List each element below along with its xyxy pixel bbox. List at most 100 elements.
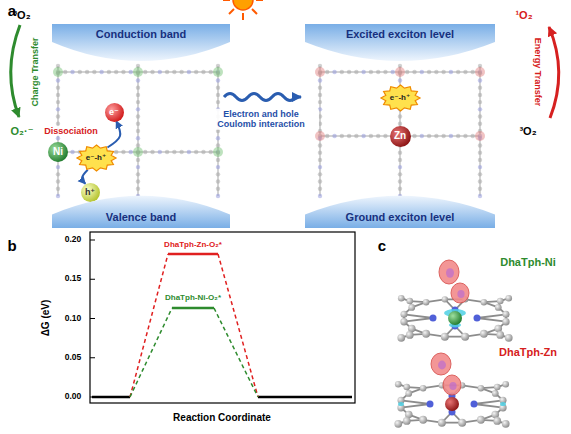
lattice-atom [216, 136, 220, 140]
lattice-metal [133, 67, 143, 77]
carbon-atom [422, 330, 430, 338]
carbon-atom [405, 390, 412, 397]
lattice-atom [463, 70, 467, 74]
lattice-atom [136, 107, 140, 111]
species-label: ³O₂ [519, 125, 536, 138]
carbon-atom [406, 331, 414, 339]
nitrogen-atom [430, 315, 437, 322]
lattice-atom [136, 78, 140, 82]
lattice-atom [136, 165, 140, 169]
carbon-atom [481, 299, 488, 306]
plot-frame [90, 232, 355, 403]
lattice-atom [136, 85, 140, 89]
ground-exciton-level: Ground exciton level [305, 194, 495, 228]
ball-fill [81, 183, 100, 202]
lattice-atom [99, 70, 103, 74]
carbon-atom [442, 296, 448, 302]
lattice-atom [478, 93, 482, 97]
lattice-atom [405, 70, 409, 74]
molecule-bond [401, 400, 430, 404]
lattice-atom [129, 150, 133, 154]
lattice-metal [213, 67, 223, 77]
carbon-atom [492, 390, 499, 397]
node-text: Ni [53, 146, 63, 158]
lattice-atom [56, 78, 60, 82]
lattice-atom [56, 114, 60, 118]
lattice-atom [318, 158, 322, 162]
lattice-atom [427, 70, 431, 74]
carbon-atom [461, 333, 469, 341]
lattice-atom [398, 179, 402, 183]
lattice-atom [383, 70, 387, 74]
node-text: e⁻-h⁺ [390, 93, 410, 102]
lattice-atom [158, 150, 162, 154]
lattice-atom [478, 172, 482, 176]
lattice-atom [398, 172, 402, 176]
lattice-atom [376, 70, 380, 74]
lattice-atom [63, 70, 67, 74]
carbon-atom [477, 416, 485, 424]
lattice-atom [478, 179, 482, 183]
lattice-atom [398, 187, 402, 191]
lattice-atom [456, 70, 460, 74]
sun-ray [229, 9, 234, 14]
lattice-atom [318, 179, 322, 183]
lattice-atom [369, 134, 373, 138]
zn-dashed-line [130, 254, 168, 397]
tick-label: 0.05 [65, 353, 82, 363]
tick-label: 0.20 [65, 235, 82, 245]
lattice-atom [449, 134, 453, 138]
lattice-atom [136, 93, 140, 97]
lattice-atom [136, 122, 140, 126]
node-text: e⁻-h⁺ [86, 153, 106, 162]
tick-mark [90, 357, 95, 358]
lattice-atom [354, 70, 358, 74]
molecule-models [394, 260, 512, 428]
charge-density-core [449, 382, 456, 390]
baseline-segment [258, 396, 352, 399]
carbon-atom [419, 416, 427, 424]
lattice-atom [216, 187, 220, 191]
lattice-atom [136, 143, 140, 147]
lattice-atom [398, 78, 402, 82]
lattice-atom [114, 70, 118, 74]
lattice-atom [478, 107, 482, 111]
charge-density-lobe [431, 353, 451, 375]
transfer-arrow [82, 170, 88, 184]
lattice-atom [136, 172, 140, 176]
lattice-atom [354, 134, 358, 138]
lattice-atom [56, 179, 60, 183]
lattice-atom [209, 70, 213, 74]
lattice-atom [187, 150, 191, 154]
lattice-atom [318, 172, 322, 176]
exciton-burst: e⁻-h⁺ [77, 145, 116, 171]
lattice-atom [456, 134, 460, 138]
carbon-atom [441, 333, 449, 341]
ni-dashed-line [130, 308, 172, 397]
lattice-atom [383, 134, 387, 138]
lattice-metal [315, 131, 325, 141]
carbon-atom [480, 330, 488, 338]
tick-label: 0.10 [65, 314, 82, 324]
lattice-atom [318, 78, 322, 82]
node-text: Ground exciton level [346, 211, 455, 224]
electron-ball: e⁻ [105, 103, 124, 122]
lattice-atom [318, 100, 322, 104]
lattice-atom [318, 143, 322, 147]
species-label: ³O₂ [13, 9, 30, 22]
lattice-atom [56, 85, 60, 89]
lattice-atom [216, 179, 220, 183]
lattice-atom [107, 70, 111, 74]
lattice-atom [56, 165, 60, 169]
lattice-atom [56, 107, 60, 111]
lattice-atom [318, 187, 322, 191]
carbon-atom [400, 318, 407, 325]
charge-density-core [446, 268, 454, 278]
carbon-atom [495, 304, 502, 311]
lattice-atom [172, 150, 176, 154]
porphyrin-model [397, 260, 512, 342]
lattice-atom [347, 134, 351, 138]
lattice-atom [150, 70, 154, 74]
lattice-atom [121, 70, 125, 74]
lattice-atom [478, 85, 482, 89]
